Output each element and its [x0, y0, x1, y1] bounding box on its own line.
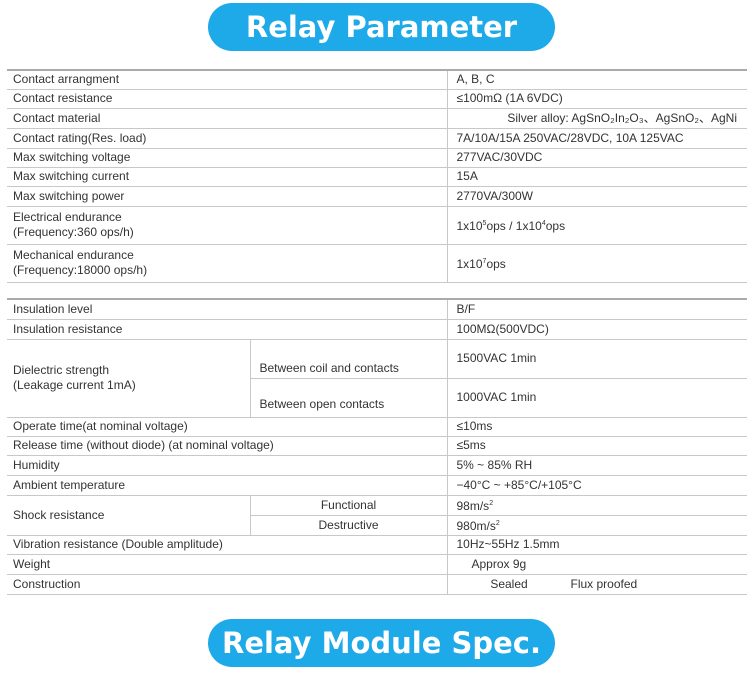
table-row: Release time (without diode) (at nominal… [7, 436, 747, 456]
param-value: 2770VA/300W [446, 186, 747, 207]
relay-parameter-table-1: Contact arrangment A, B, C Contact resis… [7, 69, 747, 283]
param-label: Insulation resistance [7, 319, 447, 340]
param-value: A, B, C [446, 70, 747, 90]
param-value: ≤100mΩ (1A 6VDC) [446, 89, 747, 109]
table-row: Construction Sealed Flux proofed [7, 574, 747, 595]
table-row: Contact material Silver alloy: AgSnO₂In₂… [7, 108, 747, 129]
param-label: Weight [7, 554, 447, 575]
dielectric-strength-label: Dielectric strength (Leakage current 1mA… [7, 339, 250, 418]
table-row: Max switching current 15A [7, 167, 747, 187]
open-contacts-label: Between open contacts [249, 378, 447, 418]
param-label: Contact rating(Res. load) [7, 128, 447, 149]
value-text: Flux proofed [570, 576, 638, 591]
param-value: 10Hz~55Hz 1.5mm [446, 535, 747, 555]
table-row: Max switching power 2770VA/300W [7, 186, 747, 207]
table-row: Vibration resistance (Double amplitude) … [7, 535, 747, 555]
table-row: Destructive 980m/s2 [7, 515, 747, 536]
param-label: Max switching voltage [7, 148, 447, 168]
param-value: ≤5ms [446, 436, 747, 456]
shock-functional-label: Functional [249, 495, 447, 516]
shock-destructive-label: Destructive [249, 515, 447, 536]
param-value: ≤10ms [446, 417, 747, 437]
shock-destructive-value: 980m/s2 [446, 515, 747, 536]
param-value: 5% ~ 85% RH [446, 455, 747, 476]
param-label: Contact arrangment [7, 70, 447, 90]
mechanical-endurance-value: 1x107ops [446, 244, 747, 283]
electrical-endurance-label: Electrical endurance (Frequency:360 ops/… [7, 206, 447, 245]
exponent: 2 [489, 500, 494, 507]
param-label: Max switching current [7, 167, 447, 187]
exponent: 4 [541, 220, 546, 227]
param-label: Release time (without diode) (at nominal… [7, 436, 447, 456]
value-text: 1x10 [456, 257, 483, 271]
table-row: Max switching voltage 277VAC/30VDC [7, 148, 747, 168]
param-label: Humidity [7, 455, 447, 476]
label-line: Electrical endurance [13, 210, 122, 224]
electrical-endurance-value: 1x105ops / 1x104ops [446, 206, 747, 245]
label-line: (Frequency:360 ops/h) [13, 225, 134, 239]
construction-value: Sealed Flux proofed [446, 574, 747, 595]
label-line: (Leakage current 1mA) [13, 378, 136, 392]
param-value: 7A/10A/15A 250VAC/28VDC, 10A 125VAC [446, 128, 747, 149]
param-label: Ambient temperature [7, 475, 447, 496]
relay-parameter-table-2: Insulation level B/F Insulation resistan… [7, 298, 747, 595]
table-row: Contact rating(Res. load) 7A/10A/15A 250… [7, 128, 747, 149]
table-row: Between open contacts 1000VAC 1min [7, 378, 747, 418]
value-text: 1x10 [456, 219, 483, 233]
param-value: 15A [446, 167, 747, 187]
table-row: Contact arrangment A, B, C [7, 70, 747, 90]
label-line: Mechanical endurance [13, 248, 134, 262]
shock-functional-value: 98m/s2 [446, 495, 747, 516]
exponent: 2 [495, 520, 500, 527]
table-row: Mechanical endurance (Frequency:18000 op… [7, 244, 747, 283]
table-row: Dielectric strength (Leakage current 1mA… [7, 339, 747, 418]
param-label: Contact material [7, 108, 447, 129]
value-text: Sealed [490, 576, 528, 591]
relay-parameter-banner: Relay Parameter [208, 3, 555, 51]
table-row: Electrical endurance (Frequency:360 ops/… [7, 206, 747, 245]
open-contacts-value: 1000VAC 1min [446, 378, 747, 418]
table-row: Insulation level B/F [7, 299, 747, 320]
param-label: Operate time(at nominal voltage) [7, 417, 447, 437]
mechanical-endurance-label: Mechanical endurance (Frequency:18000 op… [7, 244, 447, 283]
param-label: Insulation level [7, 299, 447, 320]
param-value: −40°C ~ +85°C/+105°C [446, 475, 747, 496]
table-row: Operate time(at nominal voltage) ≤10ms [7, 417, 747, 437]
table-row: Shock resistance Functional 98m/s2 [7, 495, 747, 536]
value-text: 98m/s [456, 499, 490, 513]
table-row: Humidity 5% ~ 85% RH [7, 455, 747, 476]
exponent: 7 [482, 258, 487, 265]
param-label: Construction [7, 574, 447, 595]
param-label: Contact resistance [7, 89, 447, 109]
table-row: Ambient temperature −40°C ~ +85°C/+105°C [7, 475, 747, 496]
param-value: 277VAC/30VDC [446, 148, 747, 168]
label-line: (Frequency:18000 ops/h) [13, 263, 148, 277]
coil-contacts-label: Between coil and contacts [249, 339, 447, 379]
param-label: Max switching power [7, 186, 447, 207]
param-value: Approx 9g [446, 554, 747, 575]
value-text: 980m/s [456, 519, 496, 533]
param-value: 100MΩ(500VDC) [446, 319, 747, 340]
table-row: Insulation resistance 100MΩ(500VDC) [7, 319, 747, 340]
label-line: Dielectric strength [13, 363, 110, 377]
table-row: Contact resistance ≤100mΩ (1A 6VDC) [7, 89, 747, 109]
value-text: ops [486, 257, 506, 271]
value-text: ops / 1x10 [486, 219, 542, 233]
table-row: Weight Approx 9g [7, 554, 747, 575]
value-text: ops [545, 219, 566, 233]
param-label: Vibration resistance (Double amplitude) [7, 535, 447, 555]
coil-contacts-value: 1500VAC 1min [446, 339, 747, 379]
shock-resistance-label: Shock resistance [7, 495, 250, 536]
relay-module-spec-banner: Relay Module Spec. [208, 619, 555, 667]
exponent: 5 [482, 220, 487, 227]
param-value: B/F [446, 299, 747, 320]
param-value: Silver alloy: AgSnO₂In₂O₃、AgSnO₂、AgNi [446, 108, 747, 129]
